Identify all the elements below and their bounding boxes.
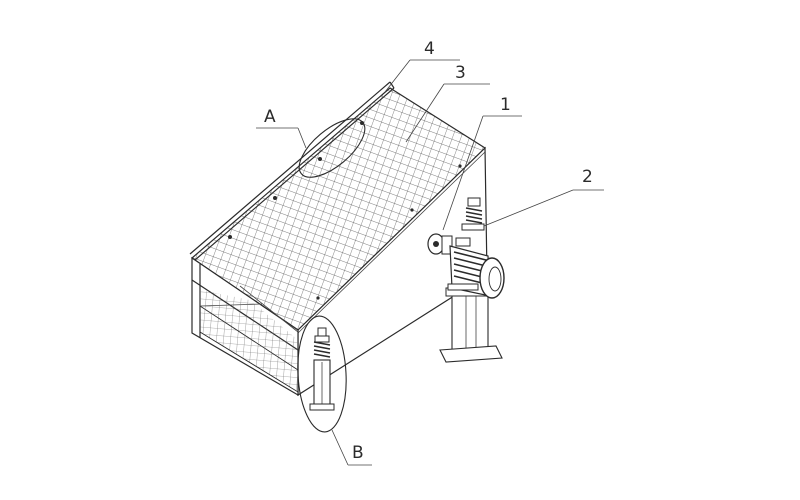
detail-b-ellipse xyxy=(297,315,347,433)
label-detail-b: B xyxy=(352,443,364,463)
label-detail-a: A xyxy=(264,107,276,127)
label-part-3: 3 xyxy=(455,63,466,83)
motor-stand xyxy=(439,287,503,363)
detail-a-ellipse xyxy=(298,118,366,178)
vibration-motor xyxy=(427,233,505,299)
label-part-4: 4 xyxy=(424,39,435,59)
label-part-2: 2 xyxy=(582,167,593,187)
front-support-spring xyxy=(309,327,335,411)
side-rail xyxy=(189,81,395,261)
label-part-1: 1 xyxy=(500,95,511,115)
leader-lines xyxy=(256,59,604,466)
screen-mesh-bottom xyxy=(200,290,298,370)
rear-support-spring xyxy=(461,197,485,231)
